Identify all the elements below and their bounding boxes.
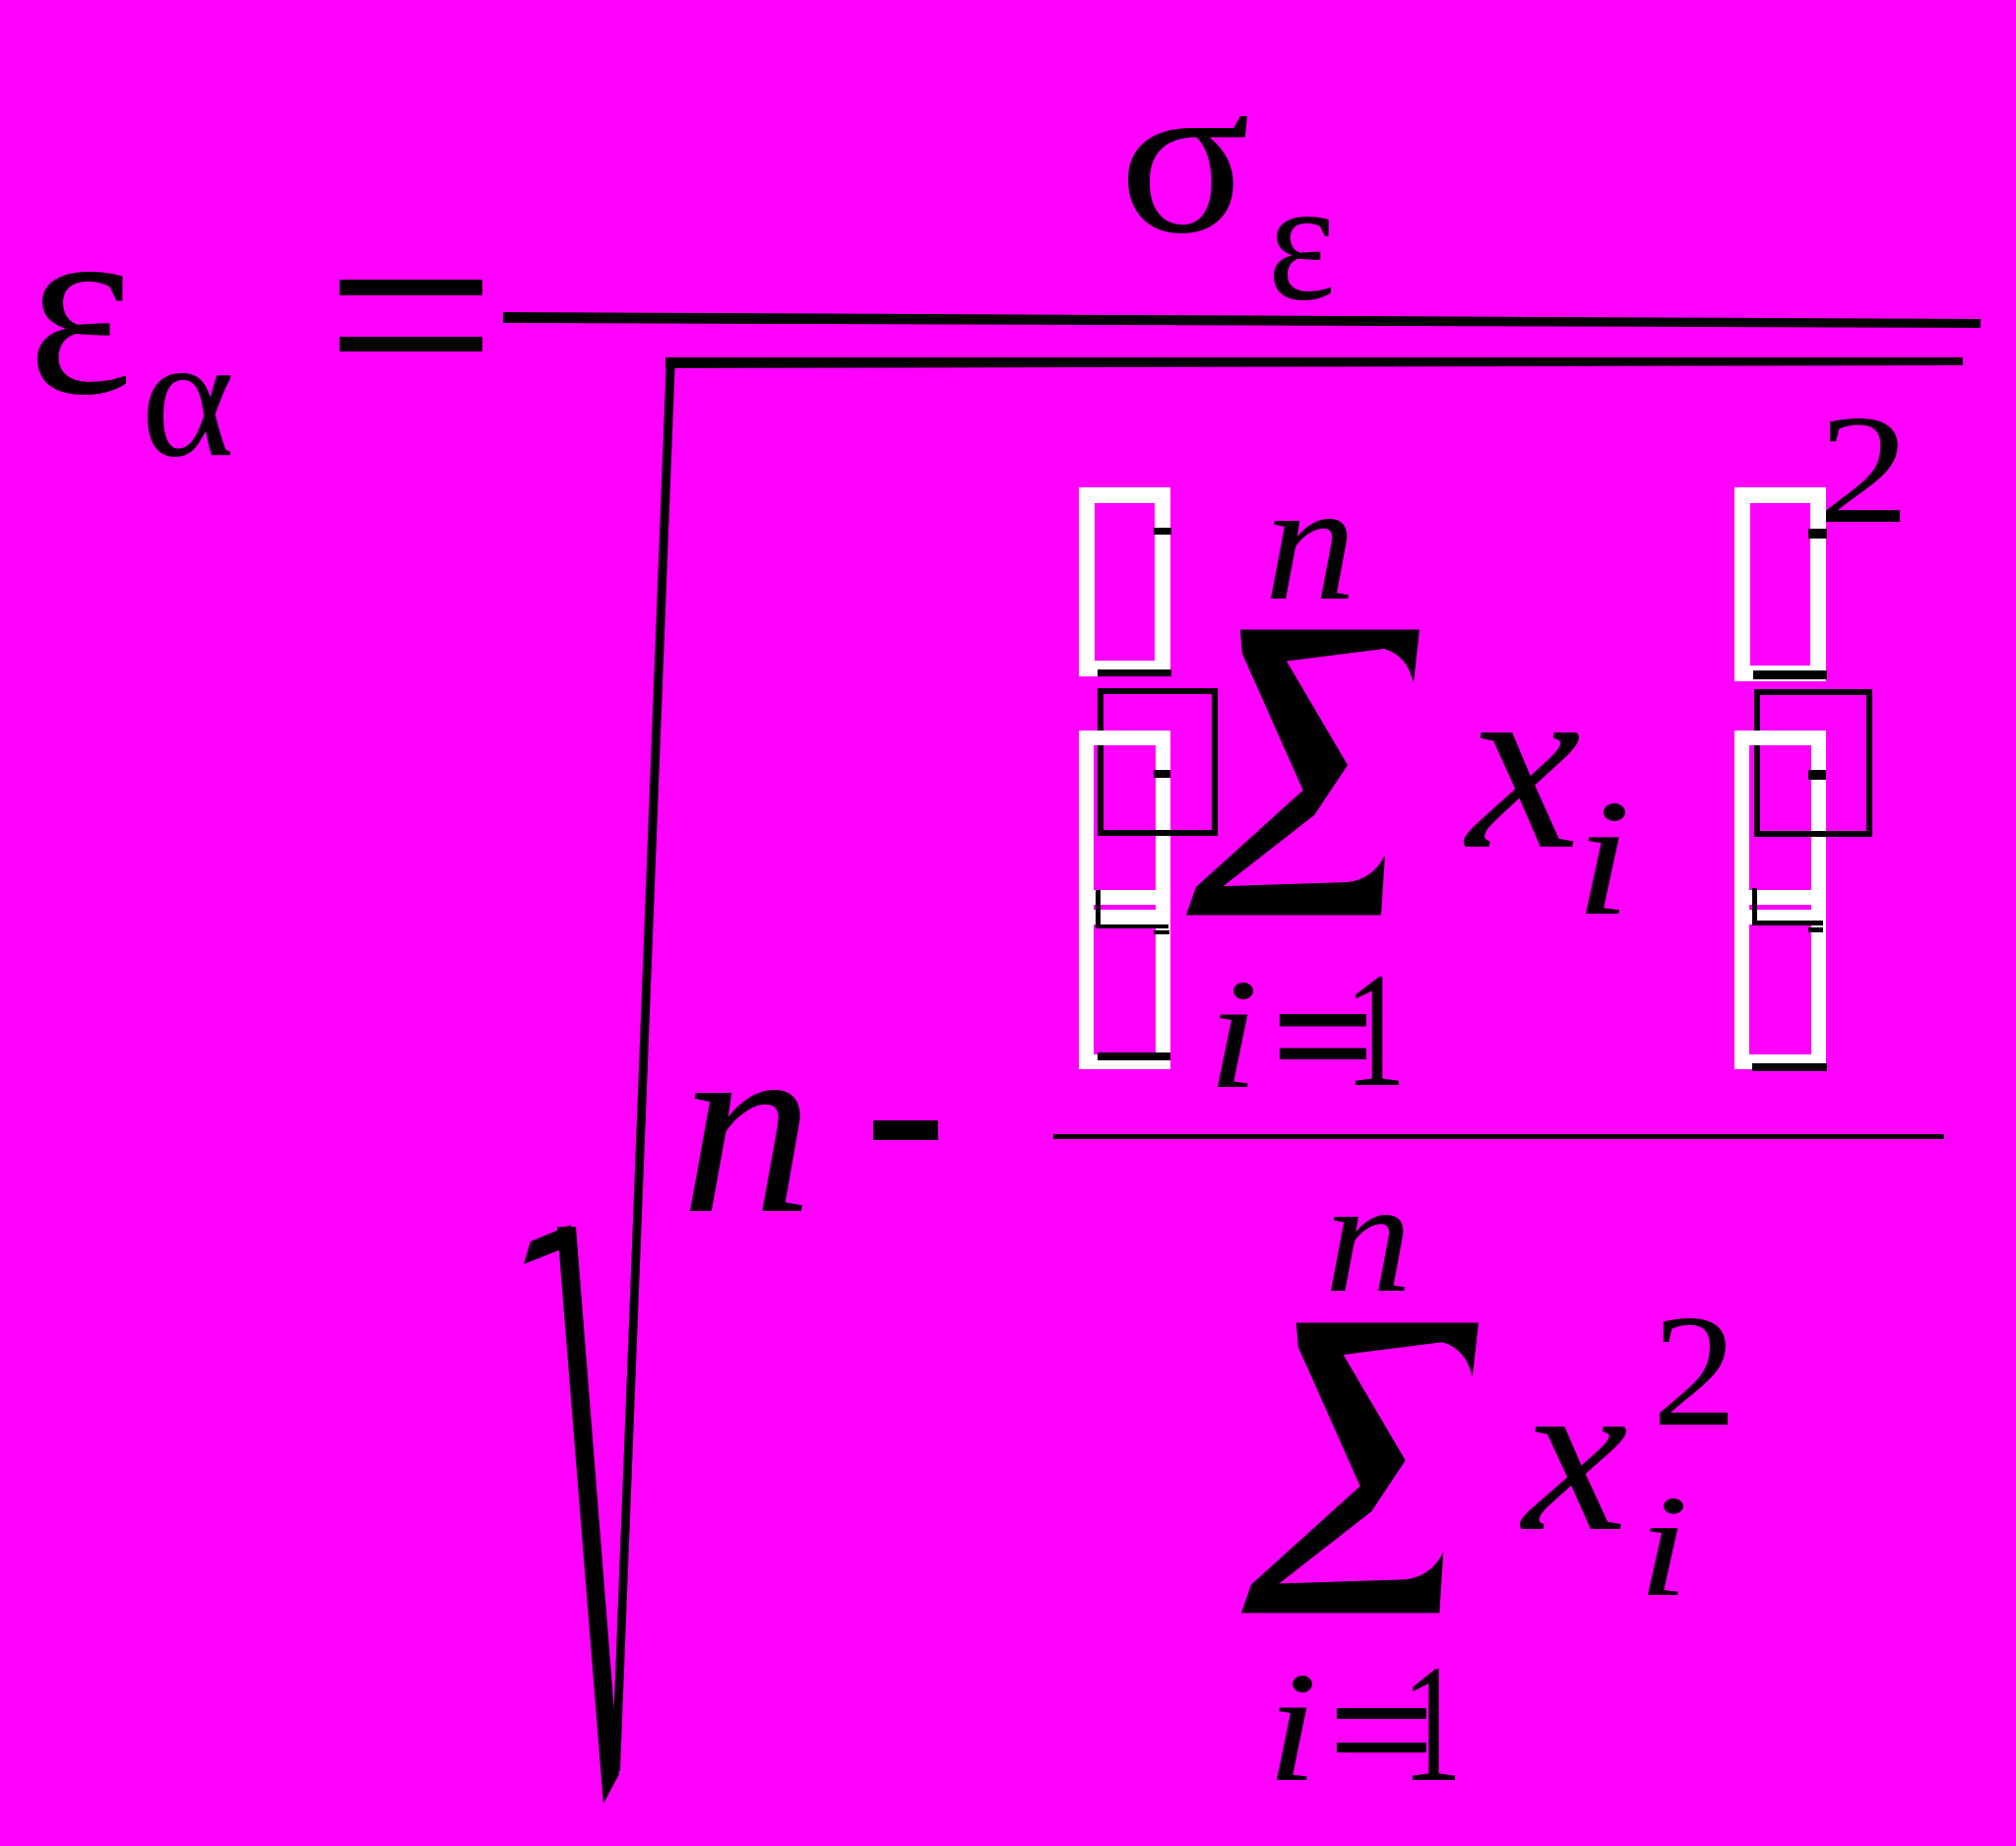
- svg-text:n: n: [680, 984, 813, 1267]
- svg-text:1: 1: [1402, 1631, 1462, 1817]
- svg-text:α: α: [141, 300, 234, 492]
- svg-text:ε: ε: [1268, 144, 1336, 337]
- svg-text:1: 1: [1345, 939, 1406, 1120]
- svg-text:i: i: [1638, 1465, 1689, 1627]
- svg-text:n: n: [1264, 448, 1355, 636]
- svg-text:ε: ε: [28, 163, 133, 448]
- svg-text:i: i: [1267, 1640, 1318, 1814]
- svg-text:n: n: [1325, 1147, 1413, 1325]
- svg-text:x: x: [1463, 625, 1581, 902]
- svg-text:2: 2: [1818, 382, 1911, 555]
- svg-text:x: x: [1520, 1330, 1628, 1577]
- svg-text:i: i: [1208, 947, 1259, 1121]
- svg-text:2: 2: [1652, 1283, 1736, 1460]
- svg-text:i: i: [1574, 766, 1631, 950]
- svg-text:σ: σ: [1119, 31, 1251, 280]
